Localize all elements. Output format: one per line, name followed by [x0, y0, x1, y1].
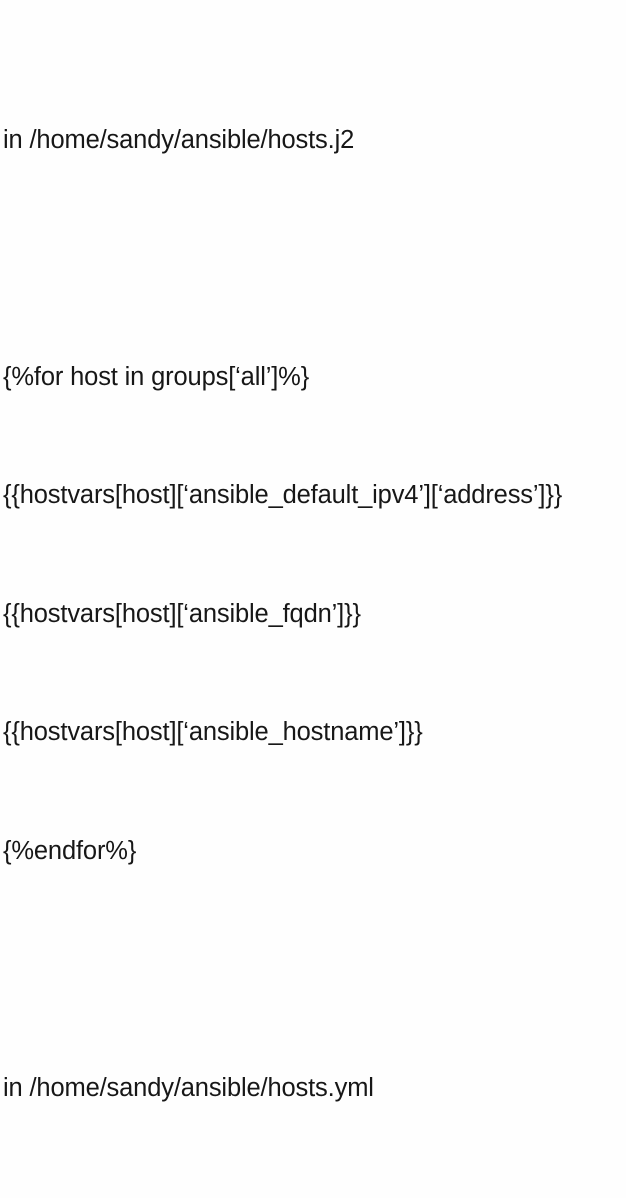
- jinja-ipv4-address-line: {{hostvars[host][‘ansible_default_ipv4’]…: [3, 481, 563, 509]
- heading-hosts-yml-path: in /home/sandy/ansible/hosts.yml: [3, 1073, 374, 1102]
- jinja-endfor-line: {%endfor%}: [3, 836, 137, 865]
- blank-line-1: [3, 239, 626, 279]
- yaml-document-start: ---: [3, 1187, 626, 1198]
- document-page: in /home/sandy/ansible/hosts.j2 {%for ho…: [3, 125, 563, 1198]
- jinja-fqdn-line: {{hostvars[host][‘ansible_fqdn’]}}: [3, 599, 361, 628]
- jinja-for-open-line: {%for host in groups[‘all’]%}: [3, 362, 310, 391]
- heading-hosts-j2-path: in /home/sandy/ansible/hosts.j2: [3, 125, 355, 154]
- document-text-body: in /home/sandy/ansible/hosts.j2 {%for ho…: [3, 2, 626, 1198]
- jinja-hostname-line: {{hostvars[host][‘ansible_hostname’]}}: [3, 718, 423, 746]
- blank-line-2: [3, 950, 626, 990]
